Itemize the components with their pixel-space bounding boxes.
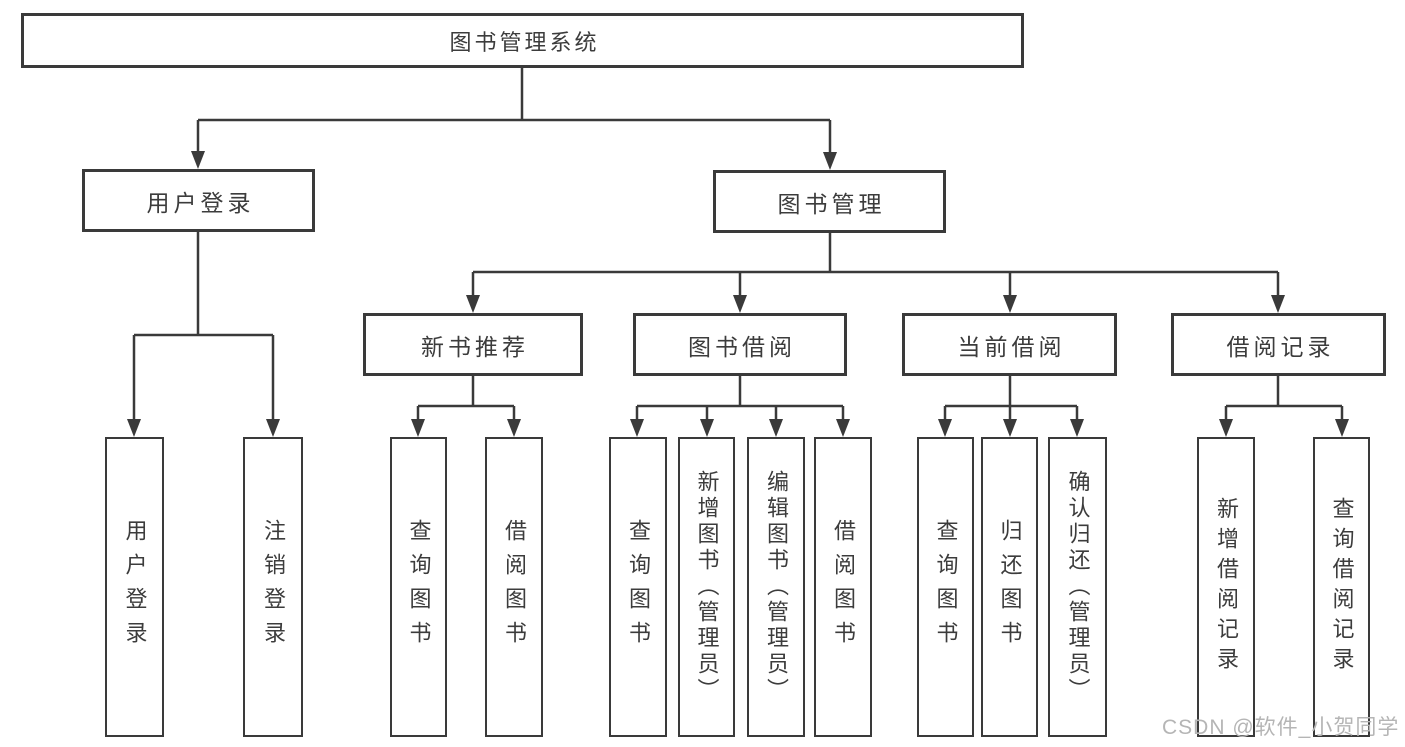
leaf-cb-confirm-return-admin-label: 确认归还（管理员） bbox=[1065, 470, 1091, 704]
node-book-borrow: 图书借阅 bbox=[633, 313, 847, 376]
leaf-logout-label: 注销登录 bbox=[261, 519, 286, 655]
leaf-bb-borrow-book-label: 借阅图书 bbox=[831, 519, 856, 655]
connector-current-borrow bbox=[943, 376, 1079, 421]
leaf-bb-edit-book-admin-label: 编辑图书（管理员） bbox=[764, 470, 789, 704]
arrow-down-icon bbox=[938, 419, 952, 437]
node-book-management-label: 图书管理 bbox=[777, 190, 886, 217]
arrow-down-icon bbox=[1219, 419, 1233, 437]
connector-book-management bbox=[471, 233, 1280, 297]
leaf-cb-return-book: 归还图书 bbox=[981, 437, 1038, 737]
leaf-bb-add-book-admin-label: 新增图书（管理员） bbox=[694, 470, 720, 704]
arrow-down-icon bbox=[1335, 419, 1349, 437]
leaf-bb-query-book-label: 查询图书 bbox=[626, 519, 651, 655]
node-new-book-recommend: 新书推荐 bbox=[363, 313, 583, 376]
arrow-down-icon bbox=[700, 419, 714, 437]
node-root-label: 图书管理系统 bbox=[449, 29, 600, 55]
arrow-down-icon bbox=[266, 419, 280, 437]
watermark-text: CSDN @软件_小贺同学 bbox=[1162, 716, 1400, 739]
node-book-management: 图书管理 bbox=[713, 170, 946, 233]
arrowheads bbox=[127, 151, 1349, 437]
leaf-nbr-query-book-label: 查询图书 bbox=[406, 519, 432, 655]
arrow-down-icon bbox=[823, 152, 837, 170]
leaf-bb-add-book-admin: 新增图书（管理员） bbox=[678, 437, 735, 737]
node-new-book-recommend-label: 新书推荐 bbox=[421, 333, 529, 360]
arrow-down-icon bbox=[1003, 295, 1017, 313]
connector-book-borrow bbox=[635, 376, 845, 421]
leaf-nbr-query-book: 查询图书 bbox=[390, 437, 447, 737]
arrow-down-icon bbox=[836, 419, 850, 437]
arrow-down-icon bbox=[127, 419, 141, 437]
connector-user-login bbox=[132, 232, 275, 421]
leaf-bb-borrow-book: 借阅图书 bbox=[814, 437, 872, 737]
node-borrow-record: 借阅记录 bbox=[1171, 313, 1386, 376]
leaf-logout: 注销登录 bbox=[243, 437, 303, 737]
node-current-borrow-label: 当前借阅 bbox=[957, 333, 1066, 360]
arrow-down-icon bbox=[630, 419, 644, 437]
leaf-cb-query-book: 查询图书 bbox=[917, 437, 974, 737]
leaf-cb-return-book-label: 归还图书 bbox=[997, 519, 1023, 655]
leaf-nbr-borrow-book-label: 借阅图书 bbox=[502, 519, 527, 655]
node-user-login: 用户登录 bbox=[82, 169, 315, 232]
leaf-bb-edit-book-admin: 编辑图书（管理员） bbox=[747, 437, 805, 737]
leaf-br-add-record-label: 新增借阅记录 bbox=[1214, 497, 1239, 677]
arrow-down-icon bbox=[1271, 295, 1285, 313]
node-borrow-record-label: 借阅记录 bbox=[1226, 333, 1335, 360]
arrow-down-icon bbox=[1070, 419, 1084, 437]
arrow-down-icon bbox=[769, 419, 783, 437]
arrow-down-icon bbox=[191, 151, 205, 169]
arrow-down-icon bbox=[466, 295, 480, 313]
connector-borrow-record bbox=[1224, 376, 1344, 421]
arrow-down-icon bbox=[507, 419, 521, 437]
connector-root bbox=[196, 68, 832, 153]
node-current-borrow: 当前借阅 bbox=[902, 313, 1117, 376]
arrow-down-icon bbox=[733, 295, 747, 313]
node-book-borrow-label: 图书借阅 bbox=[688, 333, 796, 360]
node-user-login-label: 用户登录 bbox=[146, 189, 255, 216]
leaf-bb-query-book: 查询图书 bbox=[609, 437, 667, 737]
leaf-cb-confirm-return-admin: 确认归还（管理员） bbox=[1048, 437, 1107, 737]
leaf-br-query-record: 查询借阅记录 bbox=[1313, 437, 1370, 737]
arrow-down-icon bbox=[411, 419, 425, 437]
leaf-nbr-borrow-book: 借阅图书 bbox=[485, 437, 543, 737]
connector-new-book-recommend bbox=[416, 376, 516, 421]
node-root: 图书管理系统 bbox=[21, 13, 1024, 68]
leaf-cb-query-book-label: 查询图书 bbox=[933, 519, 959, 655]
leaf-br-query-record-label: 查询借阅记录 bbox=[1329, 497, 1355, 677]
leaf-user-login: 用户登录 bbox=[105, 437, 164, 737]
leaf-br-add-record: 新增借阅记录 bbox=[1197, 437, 1255, 737]
leaf-user-login-label: 用户登录 bbox=[122, 519, 148, 655]
arrow-down-icon bbox=[1003, 419, 1017, 437]
